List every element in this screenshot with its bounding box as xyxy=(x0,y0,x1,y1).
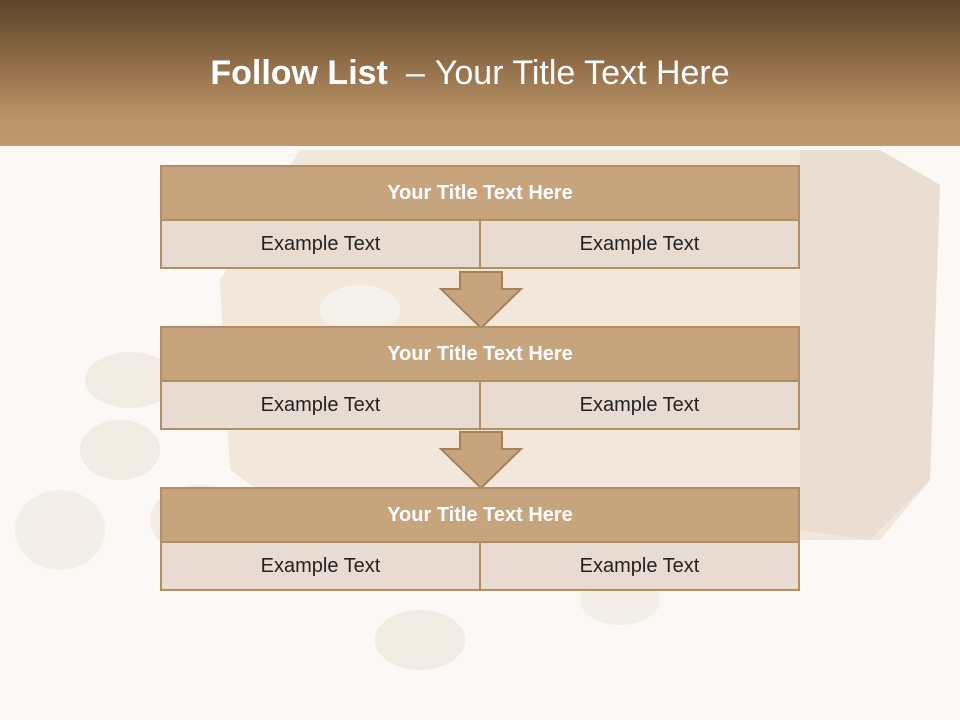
block-row: Example Text Example Text xyxy=(160,219,800,269)
block-cell-right: Example Text xyxy=(479,541,800,591)
list-block-3: Your Title Text Here Example Text Exampl… xyxy=(160,487,800,591)
block-title: Your Title Text Here xyxy=(160,165,800,221)
down-arrow-icon xyxy=(438,431,524,489)
block-cell-left: Example Text xyxy=(160,219,481,269)
block-cell-right: Example Text xyxy=(479,380,800,430)
title-separator: – xyxy=(405,54,425,92)
title-bold-part: Follow List xyxy=(210,54,388,92)
block-title: Your Title Text Here xyxy=(160,326,800,382)
list-block-1: Your Title Text Here Example Text Exampl… xyxy=(160,165,800,269)
down-arrow-icon xyxy=(438,271,524,329)
title-rest-part: Your Title Text Here xyxy=(434,54,730,92)
block-title: Your Title Text Here xyxy=(160,487,800,543)
block-cell-right: Example Text xyxy=(479,219,800,269)
page-title: Follow List–Your Title Text Here xyxy=(0,54,940,93)
block-cell-left: Example Text xyxy=(160,541,481,591)
block-cell-left: Example Text xyxy=(160,380,481,430)
block-row: Example Text Example Text xyxy=(160,541,800,591)
title-bar: Follow List–Your Title Text Here xyxy=(0,0,960,146)
block-row: Example Text Example Text xyxy=(160,380,800,430)
list-block-2: Your Title Text Here Example Text Exampl… xyxy=(160,326,800,430)
